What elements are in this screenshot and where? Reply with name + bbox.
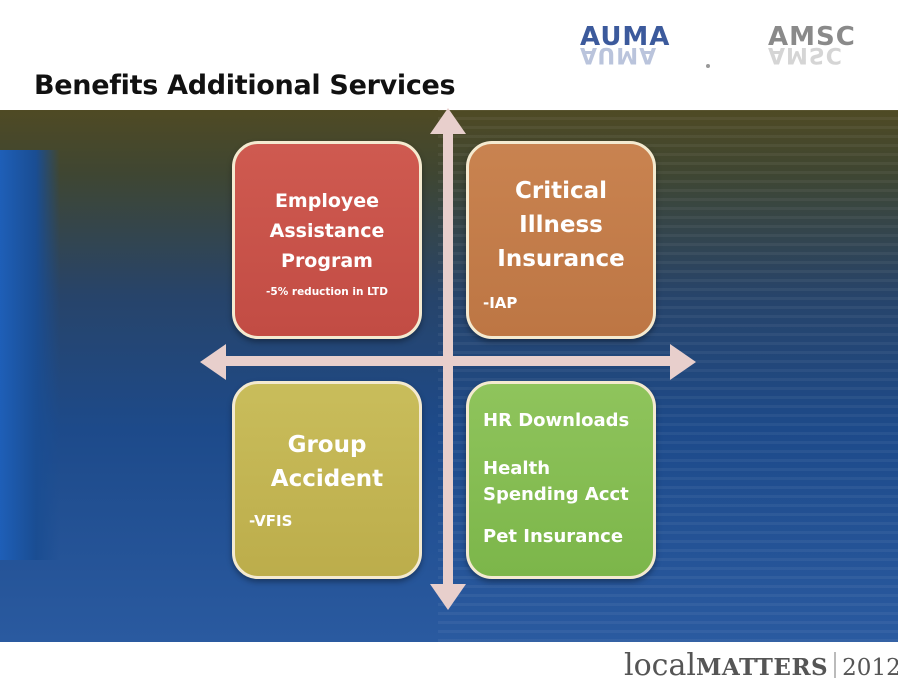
quadrant-title: Employee Assistance Program [269, 190, 385, 272]
quadrant-note: -5% reduction in LTD [266, 286, 388, 298]
arrow-up-icon [430, 108, 466, 134]
quadrant-group-accident: Group Accident -VFIS [232, 381, 422, 579]
logo-area: AUMA AUMA AMSC AMSC [566, 18, 886, 78]
quadrant-critical-illness: Critical Illness Insurance -IAP [466, 141, 656, 339]
arrow-left-icon [200, 344, 226, 380]
quadrant-line: HR Downloads [483, 410, 630, 431]
footer-brand: localMATTERS 2012 [624, 648, 898, 683]
quadrant-note: -VFIS [249, 512, 293, 530]
slide-title: Benefits Additional Services [34, 70, 456, 101]
footer-separator [834, 652, 837, 678]
amsc-logo: AMSC AMSC [768, 22, 856, 67]
quadrant-title: Group Accident [270, 432, 384, 492]
horizontal-axis [212, 356, 682, 366]
quadrant-note: -IAP [483, 294, 518, 312]
footer-local: local [624, 648, 696, 683]
footer-matters: MATTERS [695, 654, 829, 681]
arrow-right-icon [670, 344, 696, 380]
quadrant-hr-services: HR Downloads Health Spending Acct Pet In… [466, 381, 656, 579]
arrow-down-icon [430, 584, 466, 610]
auma-logo: AUMA AUMA [580, 22, 671, 67]
quadrant-line: Health Spending Acct [483, 458, 629, 505]
logo-separator-dot [706, 64, 710, 68]
footer-year: 2012 [842, 655, 898, 681]
quadrant-line: Pet Insurance [483, 526, 624, 547]
quadrant-employee-assistance: Employee Assistance Program -5% reductio… [232, 141, 422, 339]
quadrant-title: Critical Illness Insurance [497, 178, 625, 272]
left-blue-band [0, 150, 60, 560]
